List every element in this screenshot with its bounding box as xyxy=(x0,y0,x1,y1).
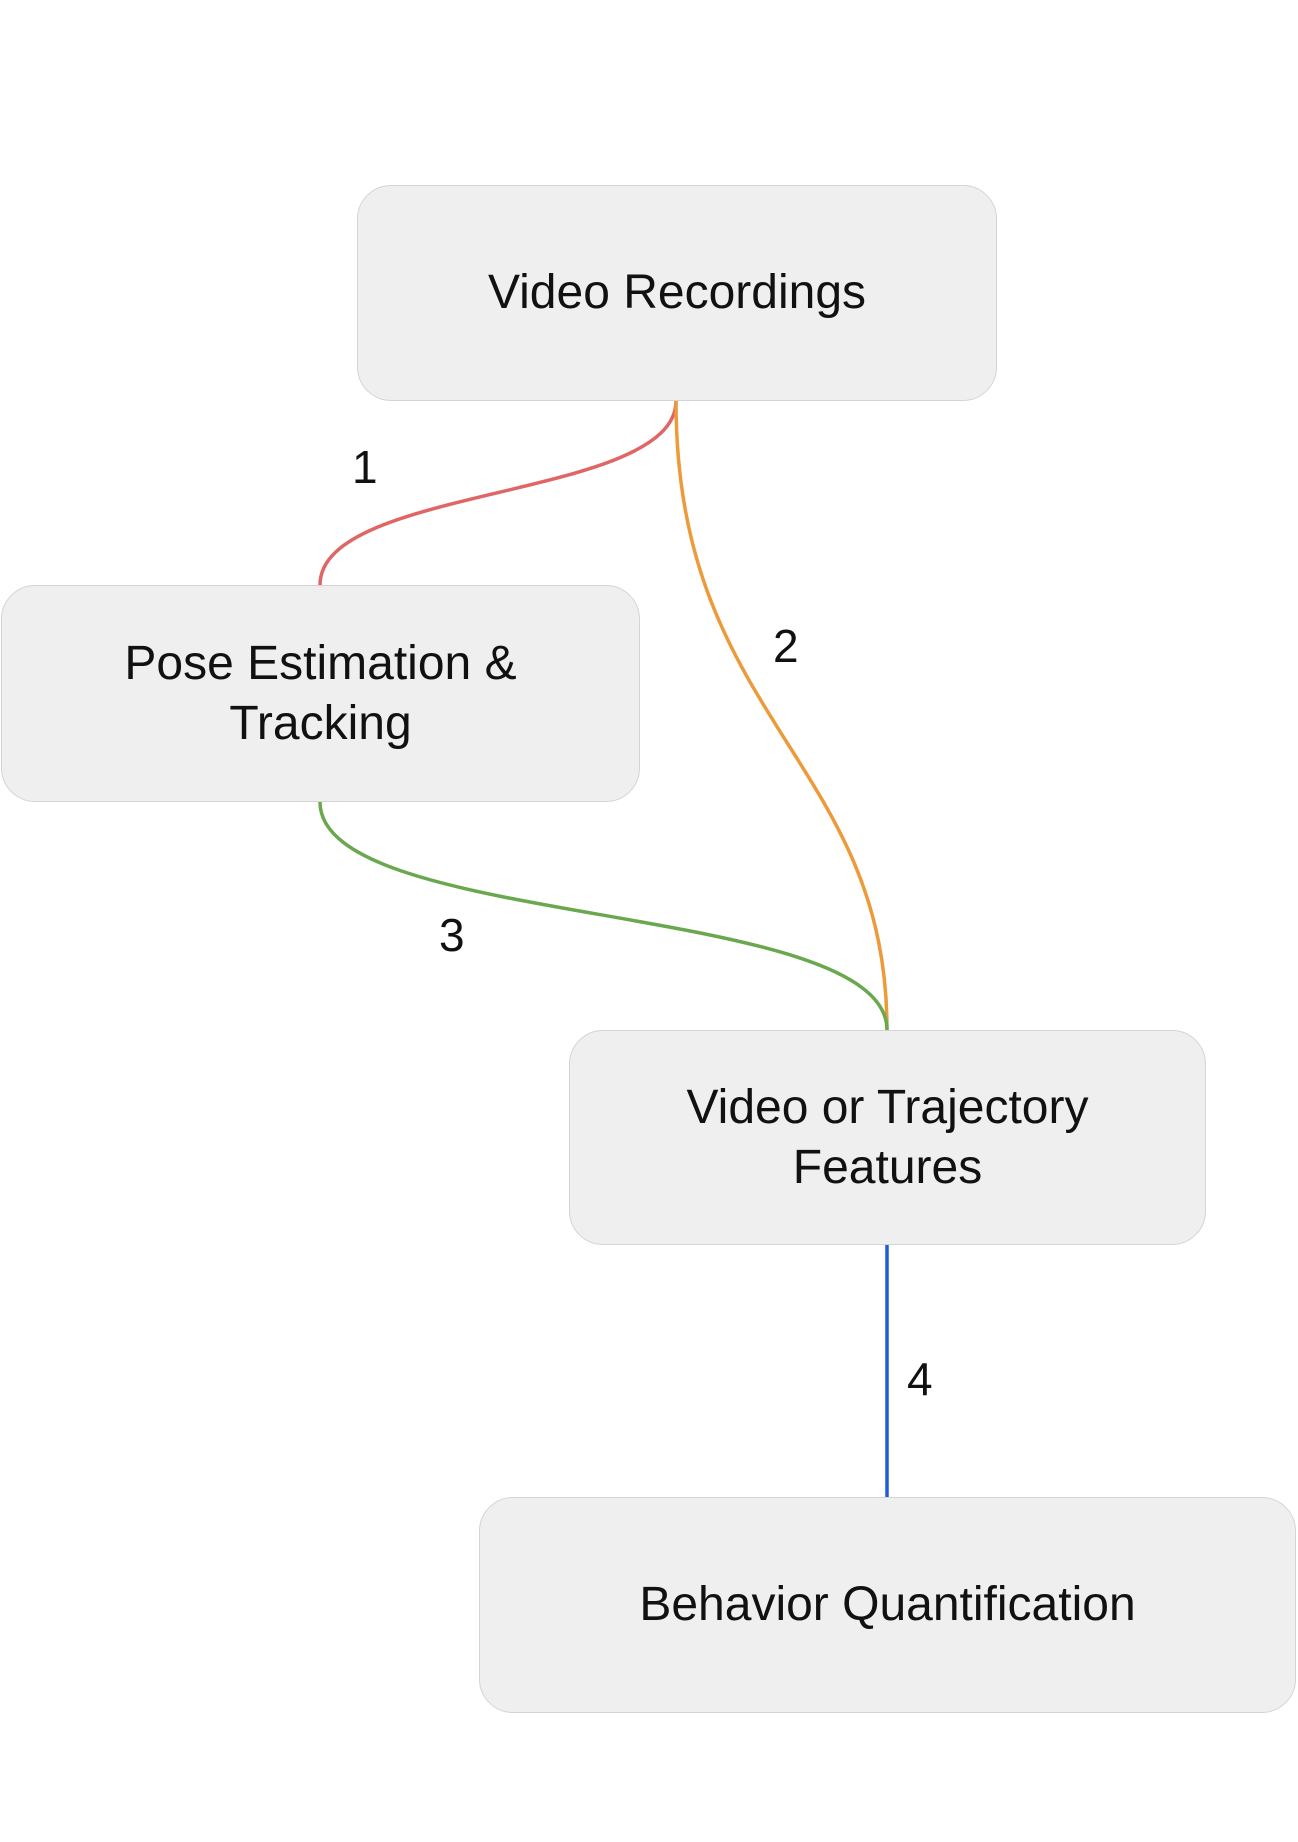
node-video-recordings: Video Recordings xyxy=(357,185,997,401)
edge-1-line xyxy=(318,400,678,586)
edge-label-2: 2 xyxy=(773,620,799,672)
edge-3-line xyxy=(318,801,889,1031)
node-behavior-quantification: Behavior Quantification xyxy=(479,1497,1296,1713)
node-features: Video or Trajectory Features xyxy=(569,1030,1206,1245)
node-pose-estimation: Pose Estimation & Tracking xyxy=(1,585,640,802)
edge-label-4: 4 xyxy=(907,1353,933,1405)
edge-label-3: 3 xyxy=(439,909,465,961)
edge-label-1: 1 xyxy=(352,441,378,493)
edge-2-line xyxy=(674,400,889,1031)
